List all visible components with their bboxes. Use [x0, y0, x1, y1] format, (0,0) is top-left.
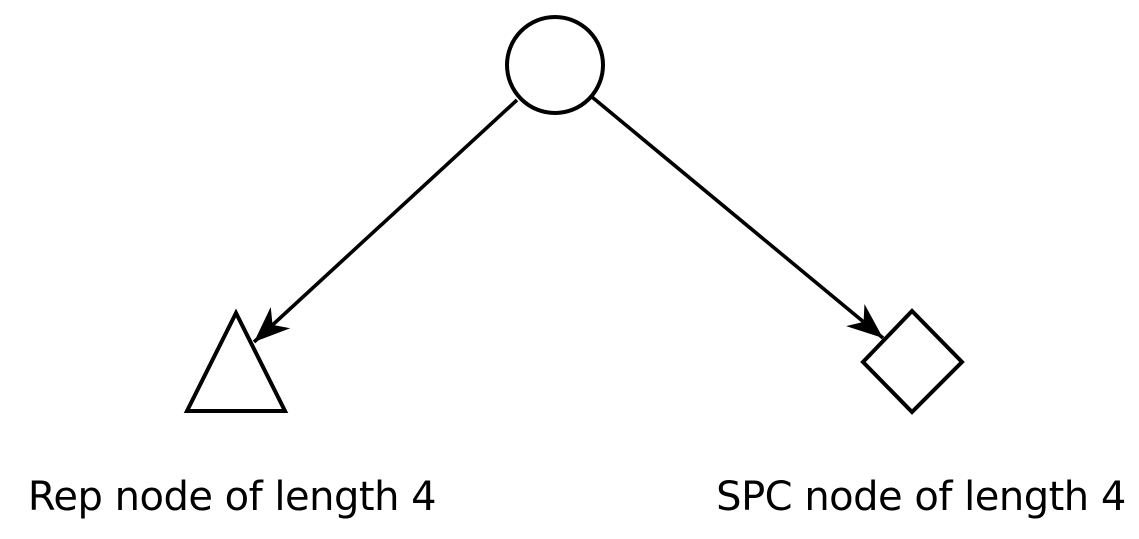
edge-root-to-spc-node [590, 95, 885, 340]
rep-node-triangle [183, 308, 289, 413]
spc-node-label: SPC node of length 4 [716, 474, 1126, 520]
rep-node-label: Rep node of length 4 [28, 474, 436, 520]
spc-node-diamond [860, 308, 965, 415]
edge-root-to-rep-node [252, 98, 519, 344]
root-node-circle [505, 15, 605, 115]
